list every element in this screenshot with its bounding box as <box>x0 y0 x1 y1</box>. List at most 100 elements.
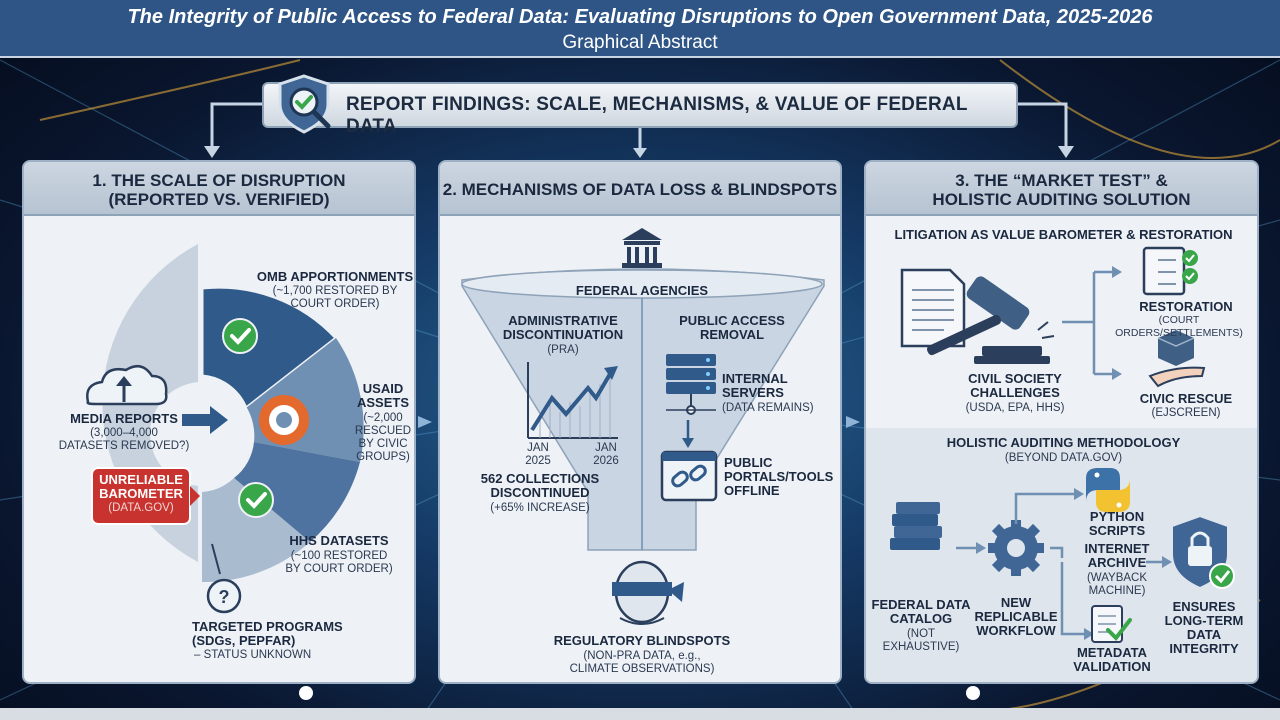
auditing-diagram <box>890 246 1235 643</box>
agencies-label: FEDERAL AGENCIES <box>575 283 709 298</box>
portals-line1: PUBLIC <box>724 455 773 470</box>
lifebuoy-icon <box>259 395 309 445</box>
server-stack-icon <box>666 354 716 415</box>
media-reports-sub2: DATASETS REMOVED?) <box>58 440 190 452</box>
omb-sub2: COURT ORDER) <box>290 298 380 310</box>
unreliable-sub: (DATA.GOV) <box>108 502 174 514</box>
scale-diagram: ? <box>86 244 364 614</box>
holistic-title: HOLISTIC AUDITING METHODOLOGY <box>946 435 1181 450</box>
shield-magnifier-icon <box>278 74 331 134</box>
panel-mechanisms-of-data-loss: 2. MECHANISMS OF DATA LOSS & BLINDSPOTS <box>438 160 842 684</box>
civil-line1: CIVIL SOCIETY <box>968 371 1062 386</box>
media-reports-label: MEDIA REPORTS <box>70 411 178 426</box>
python-logo-icon <box>1086 468 1130 512</box>
archive-line1: INTERNET <box>1084 541 1150 556</box>
collections-sub: (+65% INCREASE) <box>490 502 590 514</box>
pager-dot[interactable] <box>299 686 313 700</box>
check-icon <box>238 482 274 518</box>
admin-sub: (PRA) <box>547 344 579 356</box>
books-icon <box>890 502 942 550</box>
checklist-icon <box>1142 246 1198 296</box>
title-bar: The Integrity of Public Access to Federa… <box>0 0 1280 58</box>
findings-banner-text: REPORT FINDINGS: SCALE, MECHANISMS, & VA… <box>346 94 968 137</box>
blindfold-icon <box>612 560 684 625</box>
litigation-title: LITIGATION AS VALUE BAROMETER & RESTORAT… <box>894 227 1233 242</box>
rising-chart-icon <box>527 362 618 439</box>
collections-line1: 562 COLLECTIONS <box>480 471 600 486</box>
archive-sub2: MACHINE) <box>1088 585 1146 597</box>
bottom-strip <box>0 708 1280 720</box>
catalog-sub2: EXHAUSTIVE) <box>882 641 960 653</box>
panel3-title-line1: 3. THE “MARKET TEST” & <box>955 171 1168 190</box>
admin-line1: ADMINISTRATIVE <box>508 313 618 328</box>
restoration-label: RESTORATION <box>1139 299 1233 314</box>
targeted-sub: – STATUS UNKNOWN <box>194 649 312 661</box>
funnel-diagram <box>461 228 825 625</box>
archive-sub1: (WAYBACK <box>1086 572 1148 584</box>
hhs-segment <box>234 442 360 542</box>
hhs-sub2: BY COURT ORDER) <box>285 563 393 575</box>
unreliable-barometer-badge <box>91 467 200 525</box>
hhs-label: HHS DATASETS <box>289 533 389 548</box>
python-line2: SCRIPTS <box>1088 523 1146 538</box>
civic-rescue-label: CIVIC RESCUE <box>1139 391 1233 406</box>
panel2-header: 2. MECHANISMS OF DATA LOSS & BLINDSPOTS <box>440 162 840 216</box>
broken-link-icon <box>660 450 718 502</box>
blindspots-sub1: (NON-PRA DATA, e.g., <box>583 650 701 662</box>
usaid-sub3: BY CIVIC <box>358 438 408 450</box>
panel1-header: 1. THE SCALE OF DISRUPTION (REPORTED VS.… <box>24 162 414 216</box>
holistic-sub: (BEYOND DATA.GOV) <box>1004 452 1123 464</box>
cloud-upload-icon <box>86 364 168 406</box>
workflow-line3: WORKFLOW <box>976 623 1056 638</box>
panel1-title-line2: (REPORTED VS. VERIFIED) <box>108 190 330 209</box>
usaid-sub4: GROUPS) <box>356 451 410 463</box>
panel3-title-line2: HOLISTIC AUDITING SOLUTION <box>932 190 1191 209</box>
question-icon: ? <box>206 578 242 614</box>
catalog-line2: CATALOG <box>889 611 953 626</box>
svg-text:?: ? <box>219 587 230 607</box>
hand-box-icon <box>1148 330 1206 388</box>
findings-banner: REPORT FINDINGS: SCALE, MECHANISMS, & VA… <box>262 82 1018 137</box>
jan2026-b: 2026 <box>593 455 619 467</box>
portals-line2: PORTALS/TOOLS <box>724 469 834 484</box>
targeted-segment <box>202 478 310 583</box>
metadata-line2: VALIDATION <box>1073 659 1151 674</box>
catalog-sub1: (NOT <box>906 628 936 640</box>
jan2025-a: JAN <box>527 442 549 454</box>
blindspots-label: REGULATORY BLINDSPOTS <box>553 633 731 648</box>
public-line1: PUBLIC ACCESS <box>679 313 785 328</box>
gear-icon <box>988 520 1044 576</box>
civil-line2: CHALLENGES <box>970 385 1060 400</box>
omb-label: OMB APPORTIONMENTS <box>256 269 414 284</box>
civil-sub: (USDA, EPA, HHS) <box>965 402 1065 414</box>
unreliable-line1: UNRELIABLE <box>99 472 183 487</box>
panel-scale-of-disruption: 1. THE SCALE OF DISRUPTION (REPORTED VS.… <box>22 160 416 684</box>
government-building-icon <box>622 228 662 268</box>
panel-market-test-auditing: 3. THE “MARKET TEST” & HOLISTIC AUDITING… <box>864 160 1259 684</box>
panel3-header: 3. THE “MARKET TEST” & HOLISTIC AUDITING… <box>866 162 1257 216</box>
workflow-line2: REPLICABLE <box>974 609 1058 624</box>
usaid-label1: USAID <box>362 381 404 396</box>
usaid-label2: ASSETS <box>356 395 409 410</box>
document-icon <box>900 268 966 348</box>
restoration-sub: (COURT ORDERS/SETTLEMENTS) <box>1115 314 1243 339</box>
jan2026-a: JAN <box>595 442 617 454</box>
gavel-icon <box>926 276 1055 364</box>
servers-line2: SERVERS <box>722 385 784 400</box>
page-subtitle: Graphical Abstract <box>562 32 718 53</box>
ensures-line3: DATA <box>1186 627 1222 642</box>
portals-line3: OFFLINE <box>724 483 780 498</box>
archive-line2: ARCHIVE <box>1087 555 1147 570</box>
media-reports-sub1: (3,000–4,000 <box>90 427 158 439</box>
servers-sub: (DATA REMAINS) <box>722 402 814 414</box>
unreliable-line2: BAROMETER <box>99 486 183 501</box>
down-arrow-icon <box>682 438 694 448</box>
metadata-check-icon <box>1091 605 1132 643</box>
panel2-title: 2. MECHANISMS OF DATA LOSS & BLINDSPOTS <box>442 180 838 199</box>
admin-line2: DISCONTINUATION <box>502 327 624 342</box>
pager-dot[interactable] <box>966 686 980 700</box>
python-line1: PYTHON <box>1089 509 1145 524</box>
jan2025-b: 2025 <box>525 455 551 467</box>
omb-segment <box>202 287 336 408</box>
